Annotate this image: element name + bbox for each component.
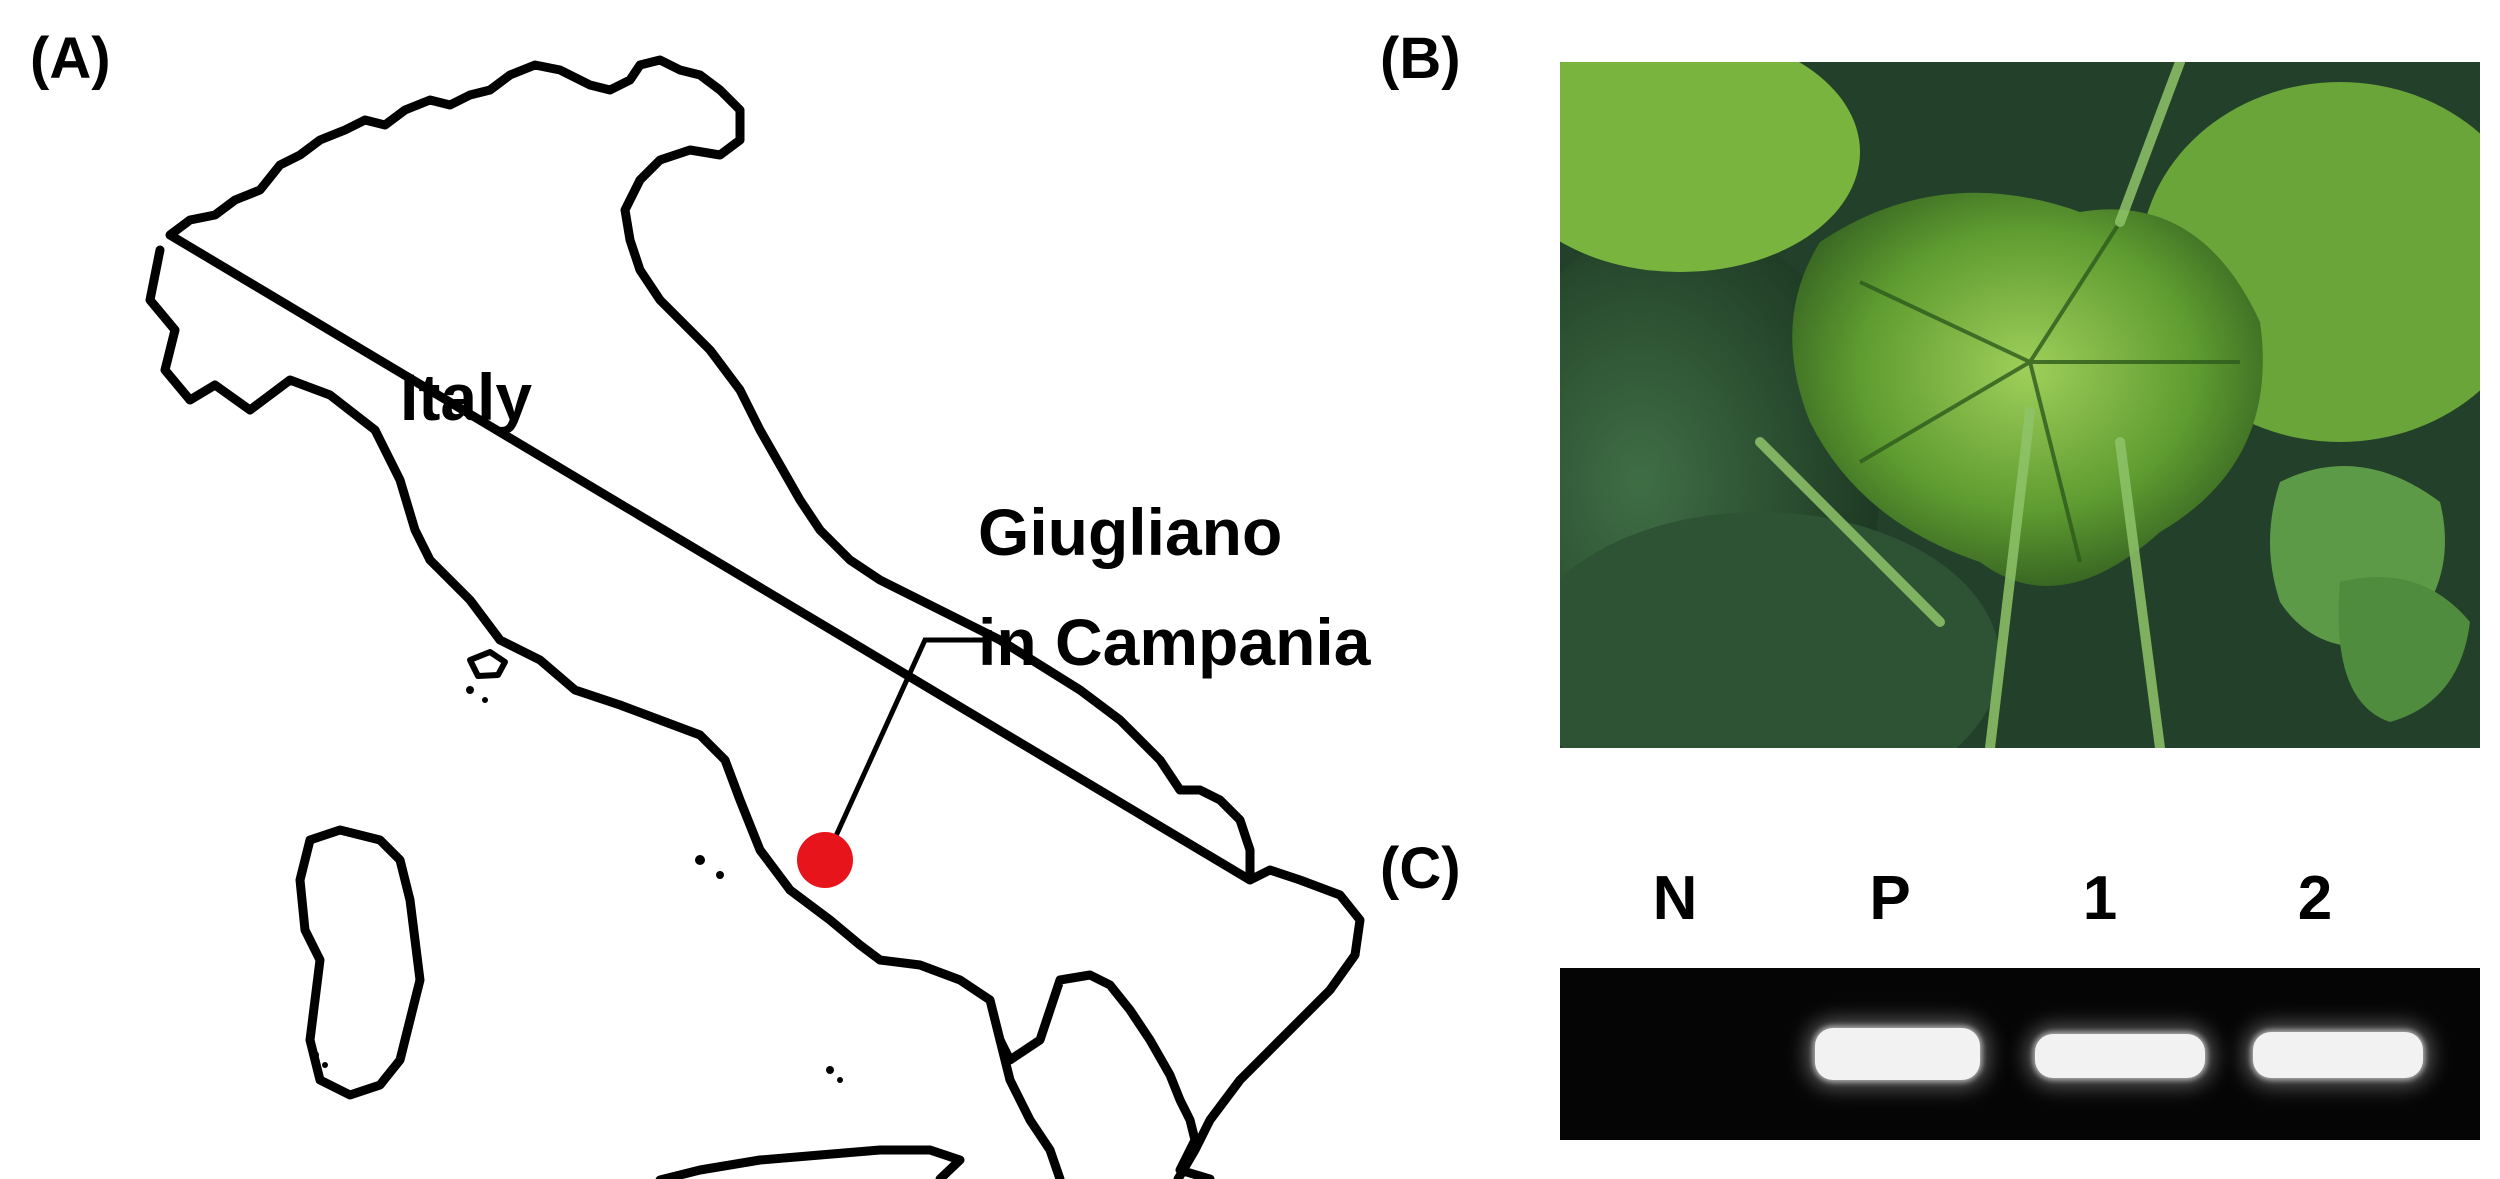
panel-c-letter: (C): [1380, 836, 1461, 901]
sicily-outline: [655, 1145, 965, 1179]
site-label-line2: in Campania: [978, 605, 1372, 679]
band-lane-p: [1815, 1028, 1980, 1080]
site-marker: [797, 832, 853, 888]
band-lane-1: [2035, 1034, 2205, 1078]
site-leader-line: [822, 637, 990, 862]
lane-label-p: P: [1869, 864, 1911, 933]
italy-label: Italy: [400, 360, 532, 434]
italy-map: Italy Giugliano in Campania: [145, 55, 1372, 1179]
lane-label-1: 1: [2082, 864, 2118, 933]
lane-label-n: N: [1652, 864, 1698, 933]
panel-b-letter: (B): [1380, 26, 1461, 91]
lane-label-2: 2: [2297, 864, 2333, 933]
site-label-line1: Giugliano: [978, 495, 1282, 569]
sardinia-outline: [295, 825, 425, 1100]
italy-mainland-outline: [145, 55, 1365, 1179]
plant-photo: [1560, 62, 2480, 748]
panel-a-letter: (A): [30, 26, 111, 91]
gel-image: [1560, 968, 2480, 1140]
band-lane-2: [2253, 1032, 2423, 1078]
